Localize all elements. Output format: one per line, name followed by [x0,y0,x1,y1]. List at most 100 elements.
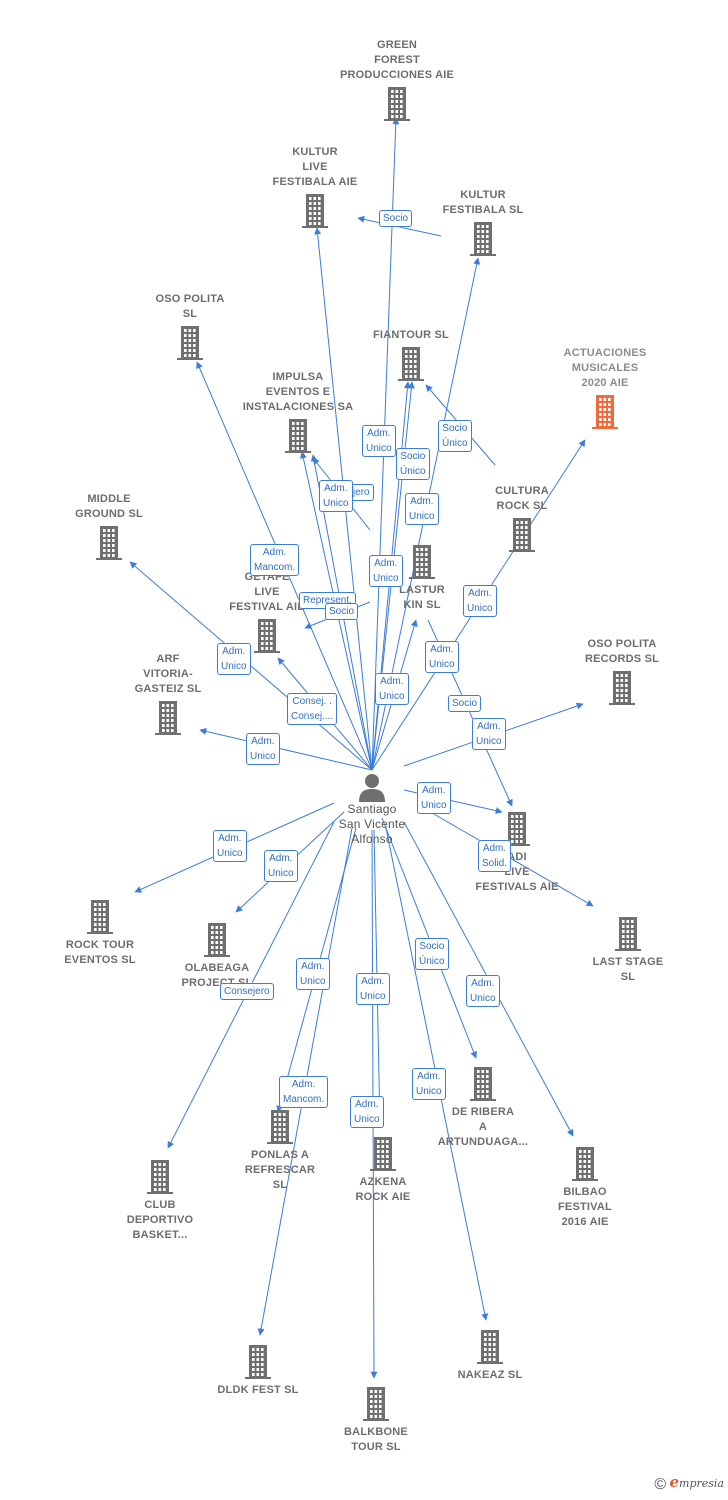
relation-label[interactable]: Adm. Unico [466,975,500,1007]
company-node-oso-records[interactable]: OSO POLITA RECORDS SL [552,637,692,705]
company-name: ACTUACIONES MUSICALES 2020 AIE [563,347,647,389]
relation-label[interactable]: Adm. Unico [246,733,280,765]
relation-label[interactable]: Adm. Solid. [478,840,512,872]
brand-footer[interactable]: © empresia [654,1473,724,1494]
building-icon [504,812,530,846]
company-node-bilbao[interactable]: BILBAO FESTIVAL 2016 AIE [515,1147,655,1230]
building-icon [204,923,230,957]
company-node-lastur[interactable]: LASTUR KIN SL [352,545,492,613]
relation-label[interactable]: Adm. Mancom. [279,1076,329,1108]
relation-label[interactable]: Adm. Unico [350,1096,384,1128]
relation-label[interactable]: Adm. Unico [405,493,439,525]
building-icon [370,1137,396,1171]
building-icon [509,518,535,552]
building-icon [285,419,311,453]
company-node-rock-tour[interactable]: ROCK TOUR EVENTOS SL [30,900,170,968]
relation-label[interactable]: Adm. Unico [412,1068,446,1100]
relation-label[interactable]: Adm. Unico [472,718,506,750]
company-node-azkena[interactable]: AZKENA ROCK AIE [313,1137,453,1205]
company-node-balkbone[interactable]: BALKBONE TOUR SL [306,1387,446,1455]
building-icon [470,222,496,256]
copyright-icon: © [654,1476,667,1493]
company-name: AZKENA ROCK AIE [355,1176,411,1203]
company-node-nakeaz[interactable]: NAKEAZ SL [420,1330,560,1383]
edge-line [129,561,373,771]
company-name: CULTURA ROCK SL [495,485,549,512]
relation-label[interactable]: Adm. Unico [356,973,390,1005]
company-name: GREEN FOREST PRODUCCIONES AIE [339,39,455,81]
company-name: DE RIBERA A ARTUNDUAGA... [437,1106,529,1148]
building-icon [609,671,635,705]
company-name: BALKBONE TOUR SL [344,1426,408,1453]
company-node-kultur-live[interactable]: KULTUR LIVE FESTIBALA AIE [245,145,385,228]
company-node-actuaciones[interactable]: ACTUACIONES MUSICALES 2020 AIE [535,346,675,429]
building-icon [592,395,618,429]
company-name: GETAFE LIVE FESTIVAL AIE [229,571,305,613]
company-node-adi-live[interactable]: ADI LIVE FESTIVALS AIE [447,812,587,895]
relation-label[interactable]: Adm. Unico [417,782,451,814]
company-node-last-stage[interactable]: LAST STAGE SL [558,917,698,985]
company-name: LASTUR KIN SL [399,584,445,611]
company-node-middle-ground[interactable]: MIDDLE GROUND SL [39,492,179,560]
relation-label[interactable]: Adm. Unico [362,425,396,457]
company-node-cultura-rock[interactable]: CULTURA ROCK SL [452,484,592,552]
building-icon [254,619,280,653]
relation-label[interactable]: Adm. Unico [319,480,353,512]
company-name: DLDK FEST SL [217,1384,299,1396]
building-icon [363,1387,389,1421]
company-node-impulsa[interactable]: IMPULSA EVENTOS E INSTALACIONES SA [228,370,368,453]
company-name: ADI LIVE FESTIVALS AIE [475,851,559,893]
company-name: FIANTOUR SL [373,329,449,341]
building-icon [155,701,181,735]
company-node-olabeaga[interactable]: OLABEAGA PROJECT SL [147,923,287,991]
company-node-ponlas[interactable]: PONLAS A REFRESCAR SL [210,1110,350,1193]
relation-label[interactable]: Adm. Unico [425,641,459,673]
relation-label[interactable]: Adm. Mancom. [250,544,300,576]
company-node-dldk[interactable]: DLDK FEST SL [188,1345,328,1398]
relation-label[interactable]: Adm. Unico [264,850,298,882]
relation-label[interactable]: Consej. . Consej.... [287,693,338,725]
building-icon [267,1110,293,1144]
building-icon [245,1345,271,1379]
building-icon [177,326,203,360]
relation-label[interactable]: Adm. Unico [213,830,247,862]
relation-label[interactable]: Socio Único [415,938,449,970]
relation-label[interactable]: Consejero [220,983,274,1000]
relation-label[interactable]: Adm. Unico [296,958,330,990]
relation-label[interactable]: Adm. Unico [369,555,403,587]
company-node-arf[interactable]: ARF VITORIA- GASTEIZ SL [98,652,238,735]
company-node-fiantour[interactable]: FIANTOUR SL [341,328,481,381]
company-name: LAST STAGE SL [592,956,664,983]
company-node-club[interactable]: CLUB DEPORTIVO BASKET... [90,1160,230,1243]
relation-label[interactable]: Socio [379,210,413,227]
company-name: ROCK TOUR EVENTOS SL [64,939,136,966]
company-node-kultur-festibala[interactable]: KULTUR FESTIBALA SL [413,188,553,256]
company-name: OSO POLITA SL [155,293,225,320]
relation-label[interactable]: Socio Único [438,420,472,452]
edge-line [199,728,373,771]
person-name: Santiago San Vicente Alfonso [338,802,406,846]
edge-line [357,215,442,237]
company-node-green-forest[interactable]: GREEN FOREST PRODUCCIONES AIE [327,38,467,121]
company-name: KULTUR LIVE FESTIBALA AIE [272,146,358,188]
brand-initial: e [669,1473,680,1491]
company-node-de-ribera[interactable]: DE RIBERA A ARTUNDUAGA... [413,1067,553,1150]
relation-label[interactable]: Adm. Unico [463,585,497,617]
company-node-getafe[interactable]: GETAFE LIVE FESTIVAL AIE [197,570,337,653]
building-icon [147,1160,173,1194]
building-icon [302,194,328,228]
relation-label[interactable]: Adm. Unico [375,673,409,705]
building-icon [409,545,435,579]
relation-label[interactable]: Socio Único [396,448,430,480]
company-name: PONLAS A REFRESCAR SL [244,1149,316,1191]
building-icon [572,1147,598,1181]
relation-label[interactable]: Socio [325,603,359,620]
relation-label[interactable]: Socio [448,695,482,712]
person-node[interactable]: Santiago San Vicente Alfonso [302,772,442,847]
person-icon [359,774,385,802]
relation-label[interactable]: Adm. Unico [217,643,251,675]
company-node-oso-polita[interactable]: OSO POLITA SL [120,292,260,360]
company-name: BILBAO FESTIVAL 2016 AIE [558,1186,612,1228]
building-icon [96,526,122,560]
building-icon [87,900,113,934]
